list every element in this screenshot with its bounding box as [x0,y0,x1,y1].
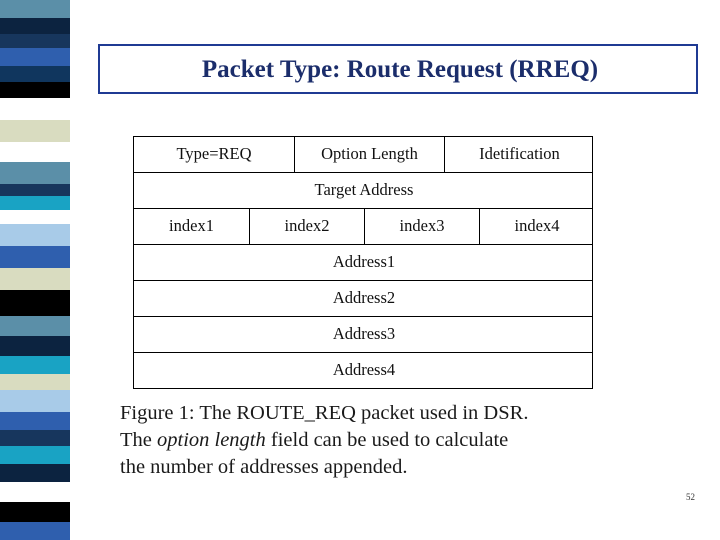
packet-field-cell: Option Length [294,137,444,172]
stripe-band-4 [0,66,70,82]
stripe-band-23 [0,430,70,446]
stripe-band-22 [0,412,70,430]
packet-field-cell: Address2 [332,288,396,307]
decorative-side-stripe [0,0,70,540]
packet-field-cell: index4 [479,209,594,244]
caption-line-1: Figure 1: The ROUTE_REQ packet used in D… [120,402,529,424]
stripe-band-13 [0,224,70,246]
stripe-band-21 [0,390,70,412]
stripe-band-26 [0,482,70,502]
packet-field-cell: index1 [169,216,214,235]
stripe-band-8 [0,142,70,162]
caption-line-2-suffix: field can be used to calculate [265,429,509,451]
stripe-band-6 [0,98,70,120]
stripe-band-7 [0,120,70,142]
stripe-band-5 [0,82,70,98]
page-title: Packet Type: Route Request (RREQ) [201,56,599,83]
packet-field-cell: Address3 [332,324,396,343]
stripe-band-15 [0,268,70,290]
packet-row: Address2 [134,281,592,317]
figure-caption: Figure 1: The ROUTE_REQ packet used in D… [120,400,620,481]
stripe-band-19 [0,356,70,374]
stripe-band-1 [0,18,70,34]
stripe-band-0 [0,0,70,18]
stripe-band-14 [0,246,70,268]
stripe-band-12 [0,210,70,224]
stripe-band-25 [0,464,70,482]
caption-line-2-prefix: The [120,429,157,451]
packet-field-cell: index3 [364,209,479,244]
caption-line-2: The option length field can be used to c… [120,427,620,454]
stripe-band-18 [0,336,70,356]
packet-field-cell: index2 [249,209,364,244]
packet-field-cell: Type=REQ [176,144,252,163]
packet-field-cell: Target Address [314,180,414,199]
slide-title-box: Packet Type: Route Request (RREQ) [98,44,698,94]
stripe-band-17 [0,316,70,336]
stripe-band-9 [0,162,70,184]
stripe-band-27 [0,502,70,522]
packet-row: Address4 [134,353,592,389]
caption-line-3: the number of addresses appended. [120,456,408,478]
packet-row: Address1 [134,245,592,281]
stripe-band-10 [0,184,70,196]
packet-row: Target Address [134,173,592,209]
slide-number: 52 [686,492,695,502]
stripe-band-3 [0,48,70,66]
stripe-band-16 [0,290,70,316]
packet-field-cell: Idetification [444,137,594,172]
caption-emphasis-option-length: option length [157,429,266,451]
packet-field-cell: Address4 [332,360,396,379]
stripe-band-28 [0,522,70,540]
stripe-band-11 [0,196,70,210]
stripe-band-24 [0,446,70,464]
stripe-band-2 [0,34,70,48]
packet-row: Address3 [134,317,592,353]
stripe-band-20 [0,374,70,390]
packet-field-cell: Address1 [332,252,396,271]
